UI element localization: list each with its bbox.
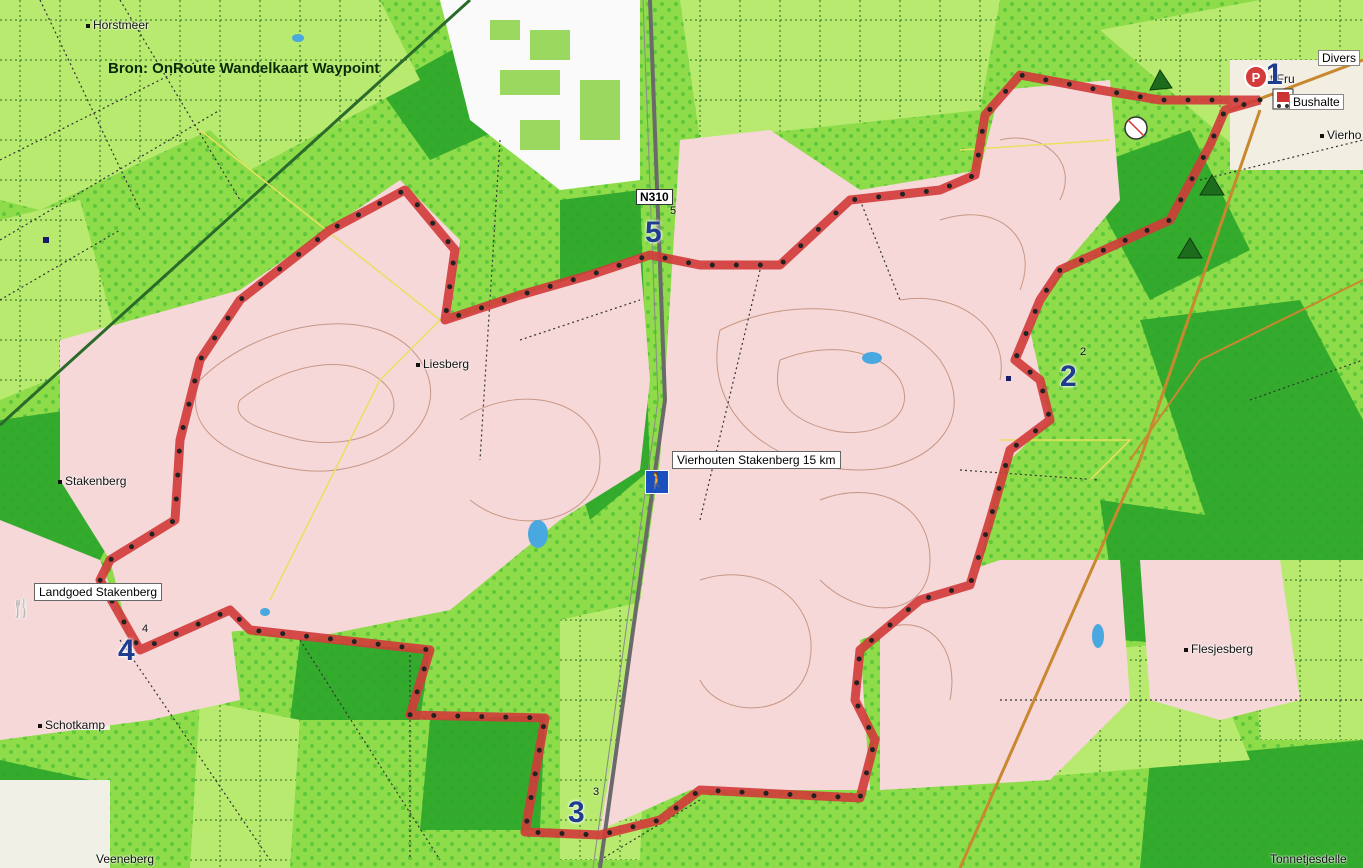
waypoint-4[interactable]: 4 <box>118 634 135 667</box>
waypoint-4-small: 4 <box>142 623 149 635</box>
landgoed-label: Landgoed Stakenberg <box>34 583 163 601</box>
place-veeneberg: Veeneberg <box>96 852 155 866</box>
place-schotkamp: Schotkamp <box>38 718 105 732</box>
divers-label: Divers <box>1318 50 1361 66</box>
waypoint-5-small: 5 <box>670 205 677 217</box>
place-horstmeer: Horstmeer <box>86 18 149 32</box>
campsite-icon <box>1149 69 1225 259</box>
restaurant-icon: 🍴 <box>10 598 33 618</box>
waypoint-5[interactable]: 5 <box>645 216 662 249</box>
road-shield-n310: N310 <box>636 189 673 205</box>
parking-icon: P <box>1244 65 1268 89</box>
waypoint-2-small: 2 <box>1080 346 1087 358</box>
hiking-route <box>95 70 1263 840</box>
built-area-blocks <box>490 20 620 150</box>
place-stakenberg: Stakenberg <box>58 474 126 488</box>
place-liesberg: Liesberg <box>416 357 469 371</box>
contour-lines <box>195 137 1066 709</box>
bushalte-label: Bushalte <box>1289 94 1344 110</box>
source-label: Bron: OnRoute Wandelkaart Waypoint <box>108 60 380 77</box>
place-vierhouten: Vierho <box>1320 128 1361 142</box>
waypoint-3-small: 3 <box>593 786 600 798</box>
fruit-label: t Fru <box>1270 72 1295 86</box>
waypoint-2[interactable]: 2 <box>1060 360 1077 393</box>
sports-icon <box>1124 116 1148 140</box>
water-bodies <box>260 34 1104 648</box>
veeneberg-area <box>0 780 110 868</box>
route-label[interactable]: Vierhouten Stakenberg 15 km <box>672 451 841 469</box>
hiker-icon[interactable]: 🚶 <box>645 470 669 494</box>
place-flesjesberg: Flesjesberg <box>1184 642 1253 656</box>
svg-text:P: P <box>1252 70 1261 85</box>
waypoint-3[interactable]: 3 <box>568 796 585 829</box>
poi-markers <box>43 237 1011 381</box>
place-tonnetjesdelle: Tonnetjesdelle <box>1270 852 1347 866</box>
waypoint-1[interactable]: 1 <box>1266 58 1283 91</box>
